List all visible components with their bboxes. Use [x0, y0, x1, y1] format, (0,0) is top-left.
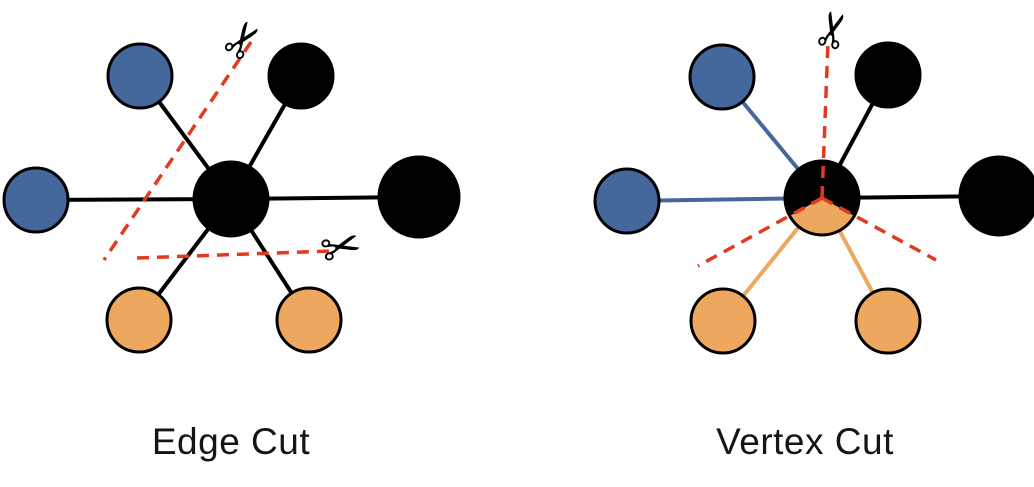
edge-cut-cut-line-2: [136, 249, 332, 260]
vertex-cut-group: ✂: [593, 4, 1034, 355]
vertex-cut-cut-line-1: [820, 41, 830, 199]
edge-cut-center-node: [194, 162, 268, 236]
vertex-cut-node-left: [593, 167, 661, 235]
vertex-cut-cut-line-3: [821, 196, 937, 262]
edge-cut-scissors-icon-1: ✂: [209, 8, 278, 73]
vertex-cut-node-top-left: [688, 43, 756, 111]
edge-cut-cut-line-1: [102, 41, 253, 261]
edge-cut-group: ✂✂: [2, 8, 461, 354]
vertex-cut-center-node-wedge: [790, 198, 854, 234]
edge-cut-node-bottom-left: [105, 286, 173, 354]
edge-cut-node-right: [377, 155, 461, 239]
edge-cut-node-top-right: [267, 42, 335, 110]
vertex-cut-node-top-right: [854, 41, 922, 109]
edge-cut-center-node-outline: [192, 160, 270, 238]
vertex-cut-label: Vertex Cut: [716, 421, 894, 462]
vertex-cut-center-node-outline: [783, 159, 861, 237]
vertex-cut-node-right: [958, 155, 1034, 237]
edge-cut-node-bottom-right: [275, 286, 343, 354]
edge-cut-scissors-icon-2: ✂: [315, 216, 368, 281]
edge-cut-node-top-left: [106, 42, 174, 110]
edge-cut-node-left: [2, 166, 70, 234]
vertex-cut-node-bottom-left: [689, 287, 757, 355]
vertex-cut-cut-line-2: [697, 196, 823, 268]
vertex-cut-node-bottom-right: [854, 287, 922, 355]
vertex-cut-scissors-icon-1: ✂: [802, 4, 867, 57]
edge-cut-label: Edge Cut: [151, 421, 311, 462]
